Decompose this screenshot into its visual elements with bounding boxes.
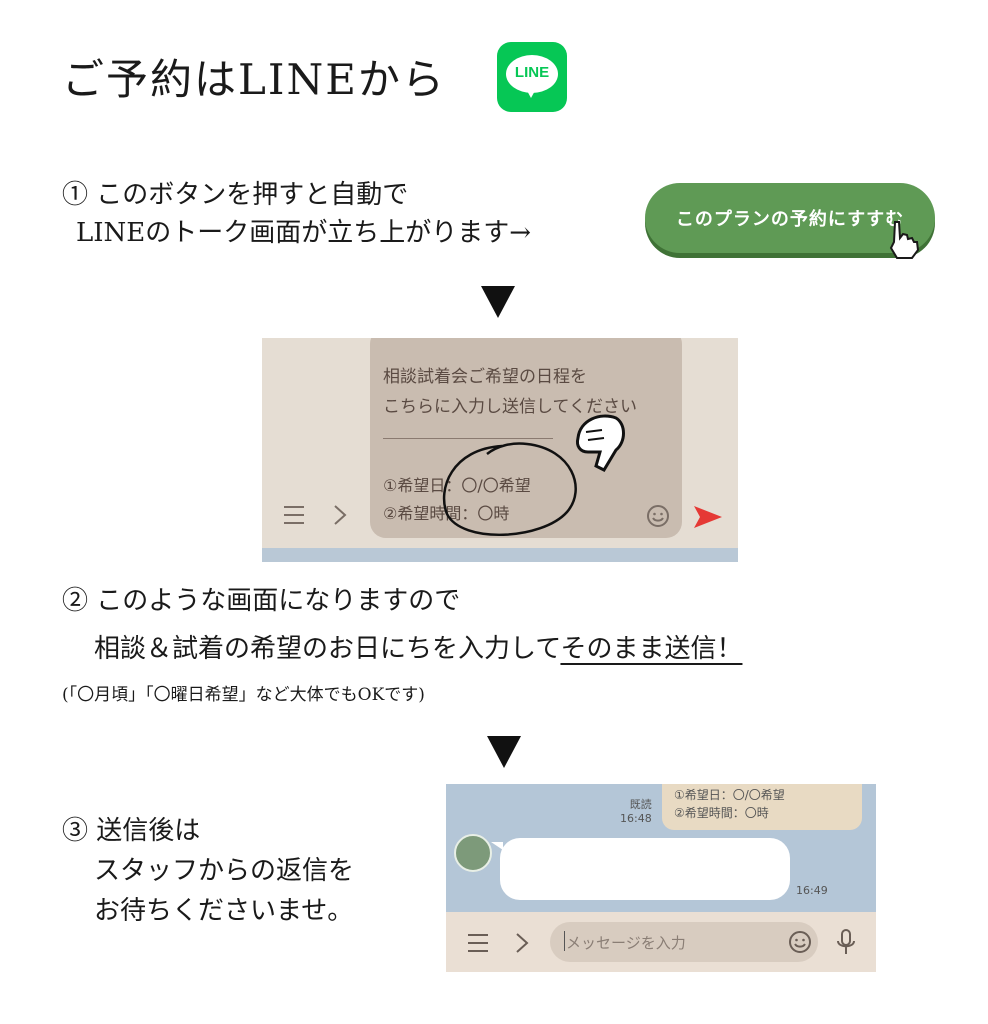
- step3-line2: スタッフからの返信を: [94, 856, 355, 886]
- chevron-right-icon[interactable]: [332, 503, 348, 527]
- chevron-right-icon[interactable]: [514, 931, 530, 955]
- message-input[interactable]: [550, 922, 818, 962]
- step2-line2-text: 相談＆試着の希望のお日にちを入力して: [94, 634, 561, 664]
- page-title: ご予約はLINEから: [62, 55, 446, 104]
- divider: [383, 438, 553, 439]
- keyboard-strip: [262, 548, 738, 562]
- sent-date-field: ①希望日：〇/〇希望: [674, 788, 785, 802]
- send-as-is-emphasis: そのまま送信！: [560, 634, 743, 664]
- line-logo-text: LINE: [514, 64, 550, 81]
- step1-line2: LINEのトーク画面が立ち上がります→: [76, 218, 532, 248]
- avatar[interactable]: [454, 834, 492, 872]
- menu-icon[interactable]: [466, 932, 490, 954]
- sent-time-field: ②希望時間：〇時: [674, 806, 769, 820]
- chat-reply-screenshot: ①希望日：〇/〇希望 ②希望時間：〇時 既読 16:48 16:49 メッセージ…: [446, 784, 876, 972]
- sent-time: 16:48: [620, 812, 652, 825]
- down-arrow-icon: [487, 736, 521, 768]
- step3-line3: お待ちくださいませ。: [94, 896, 354, 926]
- reply-bubble-tail: [491, 842, 503, 850]
- desired-date-field: ①希望日：〇/〇希望: [383, 476, 531, 495]
- read-receipt: 既読 16:48: [620, 798, 652, 826]
- highlight-circle-icon: [442, 442, 577, 537]
- step2-note: (「〇月頃」「〇曜日希望」など大体でもOKです): [62, 685, 425, 705]
- read-label: 既読: [629, 798, 652, 811]
- emoji-icon[interactable]: [788, 930, 812, 954]
- down-arrow-icon: [481, 286, 515, 318]
- reserve-plan-button[interactable]: このプランの予約にすすむ: [645, 183, 935, 253]
- reply-time: 16:49: [796, 884, 828, 897]
- draft-message-line1: 相談試着会ご希望の日程を: [383, 367, 587, 387]
- send-icon[interactable]: [692, 504, 724, 530]
- chat-input-screenshot: 相談試着会ご希望の日程を こちらに入力し送信してください ①希望日：〇/〇希望 …: [262, 338, 738, 562]
- pointing-hand-icon: [576, 414, 625, 472]
- step3-line1: ③ 送信後は: [62, 816, 201, 846]
- reply-message-bubble: [500, 838, 790, 900]
- text-caret: [564, 931, 565, 951]
- emoji-icon[interactable]: [646, 504, 670, 528]
- pointing-hand-icon: [889, 221, 920, 259]
- reserve-plan-button-label: このプランの予約にすすむ: [675, 209, 905, 230]
- draft-message-line2: こちらに入力し送信してください: [383, 397, 637, 417]
- step1-line1: ① このボタンを押すと自動で: [62, 180, 409, 210]
- message-input-placeholder: メッセージを入力: [566, 934, 686, 952]
- step2-line1: ② このような画面になりますので: [62, 586, 461, 616]
- microphone-icon[interactable]: [836, 928, 856, 956]
- line-logo-icon: LINE: [497, 42, 567, 112]
- step2-line2: 相談＆試着の希望のお日にちを入力してそのまま送信！: [94, 630, 742, 668]
- sent-message-bubble: [662, 784, 862, 830]
- menu-icon[interactable]: [282, 504, 306, 526]
